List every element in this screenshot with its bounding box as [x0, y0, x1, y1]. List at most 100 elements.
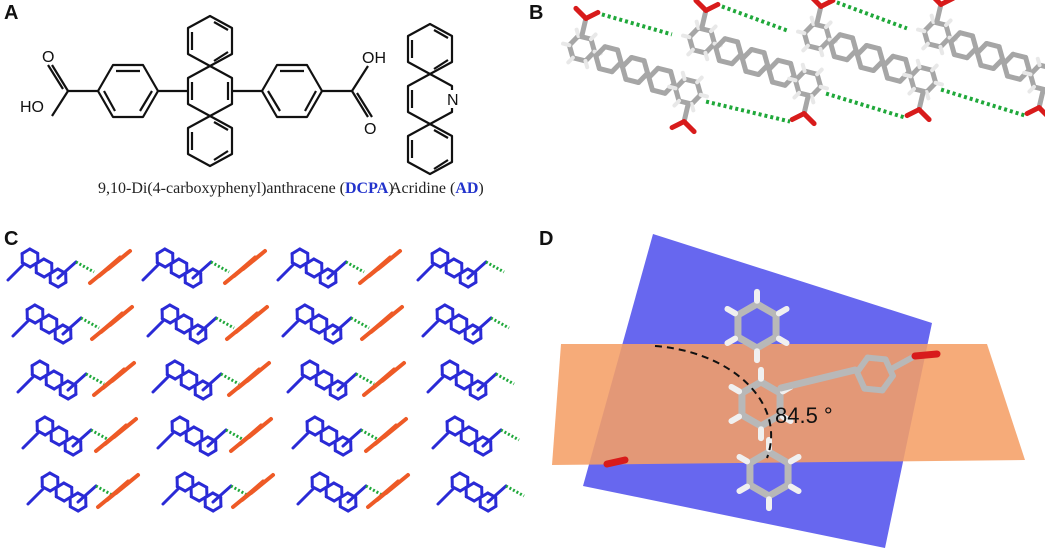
h-bond-stub — [589, 32, 598, 42]
crystal-packing — [6, 247, 525, 513]
h-bond-stub — [944, 18, 953, 28]
acridine-molecule — [231, 473, 275, 509]
hydrogen-bond — [825, 91, 906, 120]
hydrogen-stub — [736, 453, 751, 465]
bond — [753, 333, 780, 352]
bond — [476, 372, 498, 392]
bond — [694, 79, 704, 98]
dcpa-molecule — [431, 415, 503, 457]
h-bond-stub — [938, 44, 945, 56]
dcpa-abbr: DCPA — [345, 180, 389, 197]
bond — [156, 430, 176, 450]
bond — [191, 260, 213, 280]
carboxyl-oxygen — [603, 456, 629, 468]
hydrogen-bond — [350, 316, 370, 330]
dcpa-molecule — [286, 359, 358, 401]
bond — [296, 486, 316, 506]
dcpa-molecule — [281, 303, 353, 345]
dihedral-planes: 84.5 ° — [552, 234, 1025, 548]
bond — [346, 484, 368, 504]
acridine-molecule — [364, 417, 408, 453]
hydroxyl-oxygen — [904, 107, 922, 119]
dcpa-molecule — [916, 0, 1045, 118]
bond — [201, 372, 223, 392]
panel-c-label: C — [4, 228, 19, 250]
ad-close: ) — [478, 180, 484, 197]
atom-o-left: O — [42, 49, 54, 66]
h-bond-stub — [681, 33, 692, 40]
bond — [426, 374, 446, 394]
hydrogen-bond — [225, 428, 245, 442]
bond — [738, 411, 765, 430]
atom-ho-left: HO — [20, 99, 44, 116]
bond — [146, 318, 166, 338]
panel-b-label: B — [529, 2, 544, 24]
h-bond-stub — [703, 50, 710, 62]
acridine-molecule — [225, 305, 269, 341]
bond — [1037, 62, 1045, 70]
acridine-molecule — [358, 249, 402, 285]
bond — [61, 316, 83, 336]
bond — [615, 47, 624, 65]
h-bond-stub — [916, 27, 927, 34]
ring-edge — [231, 479, 265, 509]
h-bond-stub — [695, 75, 704, 85]
dcpa-molecule — [436, 471, 508, 513]
h-bond-stub — [907, 86, 916, 96]
h-bond-stub — [792, 90, 801, 100]
dcpa-molecule — [561, 5, 709, 135]
dcpa-molecule — [11, 303, 83, 345]
bond — [286, 374, 306, 394]
dcpa-molecule — [416, 247, 488, 289]
bond — [436, 486, 456, 506]
bond — [151, 374, 171, 394]
bond — [291, 430, 311, 450]
h-bond-stub — [824, 20, 833, 30]
panel-c: C — [0, 228, 525, 549]
h-bond-stub — [583, 58, 590, 70]
hydrogen-bond — [705, 99, 791, 124]
h-bond-stub — [709, 24, 718, 34]
hydrogen-bond — [505, 484, 525, 498]
bond — [876, 46, 886, 64]
h-bond-stub — [921, 41, 930, 51]
bond — [788, 60, 797, 79]
h-bond-stub — [815, 67, 824, 77]
hydrogen-bond — [85, 372, 105, 386]
hydroxyl-oxygen — [669, 119, 687, 131]
h-bond-stub — [924, 90, 931, 101]
acridine-molecule — [88, 249, 132, 285]
bond — [416, 262, 436, 282]
dcpa-molecule — [21, 415, 93, 457]
hydroxyl-oxygen — [818, 0, 836, 9]
angle-arc — [654, 345, 773, 459]
ring-edge — [88, 255, 122, 285]
bond — [421, 318, 441, 338]
atom-n: N — [447, 92, 459, 109]
hydrogen-bond — [210, 260, 230, 274]
bond — [281, 318, 301, 338]
h-bond-stub — [818, 84, 829, 91]
hydrogen-stub — [787, 483, 802, 495]
bond — [668, 68, 677, 87]
panel-d-label: D — [539, 228, 554, 250]
bond — [481, 428, 503, 448]
bond — [823, 24, 833, 43]
hydrogen-bond — [355, 372, 375, 386]
bond — [466, 260, 488, 280]
ring-edge — [358, 255, 392, 285]
carboxyl-bond — [814, 3, 824, 26]
bond — [161, 486, 181, 506]
bond — [734, 300, 761, 319]
angle-label: 84.5 ° — [775, 403, 833, 428]
panel-b: B — [525, 0, 1045, 225]
hydrogen-bond — [485, 260, 505, 274]
ring-edge — [90, 311, 124, 341]
carboxyl-bond — [1036, 88, 1045, 111]
ring-edge — [92, 367, 126, 397]
hydrogen-stub — [779, 413, 794, 425]
h-bond-stub — [787, 76, 798, 83]
h-bond-stub — [915, 58, 922, 70]
hydroxyl-oxygen — [938, 0, 955, 7]
acridine-molecule — [92, 361, 136, 397]
